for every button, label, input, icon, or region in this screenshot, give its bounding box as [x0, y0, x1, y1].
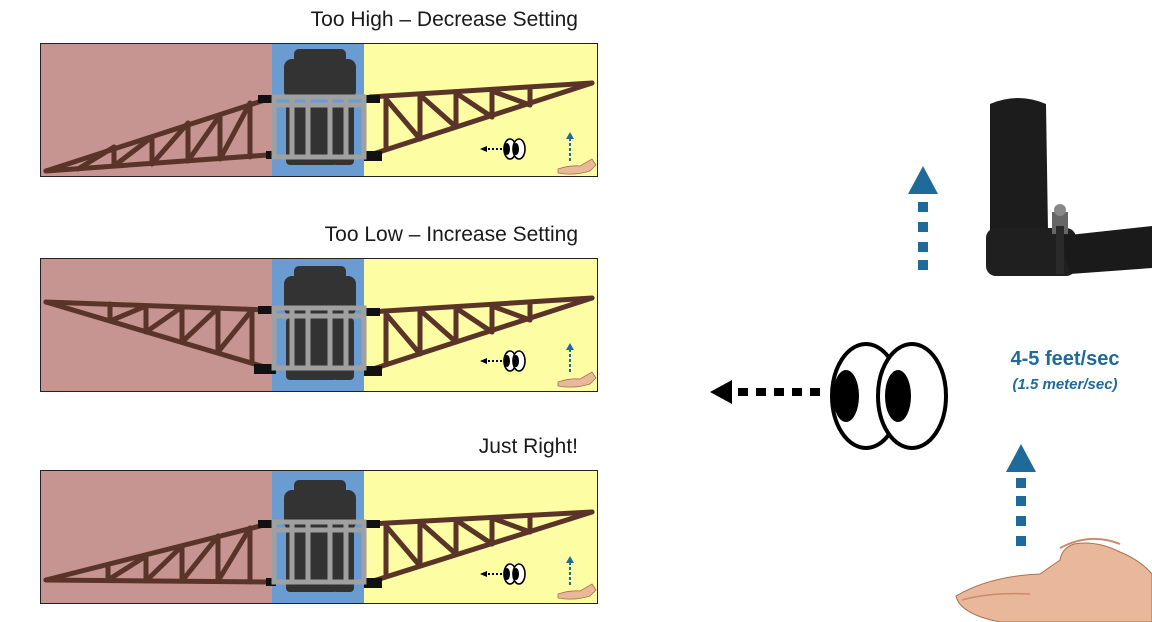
boom-diagram-too-low [40, 258, 598, 392]
hand-icon [557, 583, 597, 600]
boom-panel-just-right [40, 470, 598, 604]
big-arrow-up-icon-lower [1006, 444, 1036, 546]
boom-panel-too-high [40, 43, 598, 177]
boom-frame [271, 305, 367, 371]
sensor-icon [986, 98, 1152, 276]
right-boom [367, 80, 595, 158]
boom-frame [271, 519, 367, 585]
panel-title-just-right: Just Right! [478, 435, 578, 458]
boom-frame [271, 94, 367, 160]
right-boom [367, 509, 595, 585]
big-arrow-up-icon [908, 166, 938, 270]
eyes-icon [503, 350, 526, 372]
hand-icon [557, 158, 597, 175]
panel-title-too-low: Too Low – Increase Setting [324, 223, 578, 246]
speed-value-metric: (1.5 meter/sec) [1012, 376, 1118, 393]
eyes-icon [503, 138, 526, 160]
boom-diagram-just-right [40, 470, 598, 604]
hand-icon [557, 371, 597, 388]
speed-value: 4-5 feet/sec [1010, 348, 1120, 370]
big-arrow-left-icon [710, 380, 820, 404]
big-hand-icon [955, 537, 1152, 622]
eyes-icon [503, 563, 526, 585]
boom-diagram-too-high [40, 43, 598, 177]
boom-panel-too-low [40, 258, 598, 392]
left-boom [43, 96, 271, 174]
left-boom [43, 521, 271, 585]
panel-title-too-high: Too High – Decrease Setting [310, 8, 578, 31]
big-eyes-icon [830, 342, 948, 450]
right-boom [367, 295, 595, 373]
left-boom [43, 299, 271, 371]
